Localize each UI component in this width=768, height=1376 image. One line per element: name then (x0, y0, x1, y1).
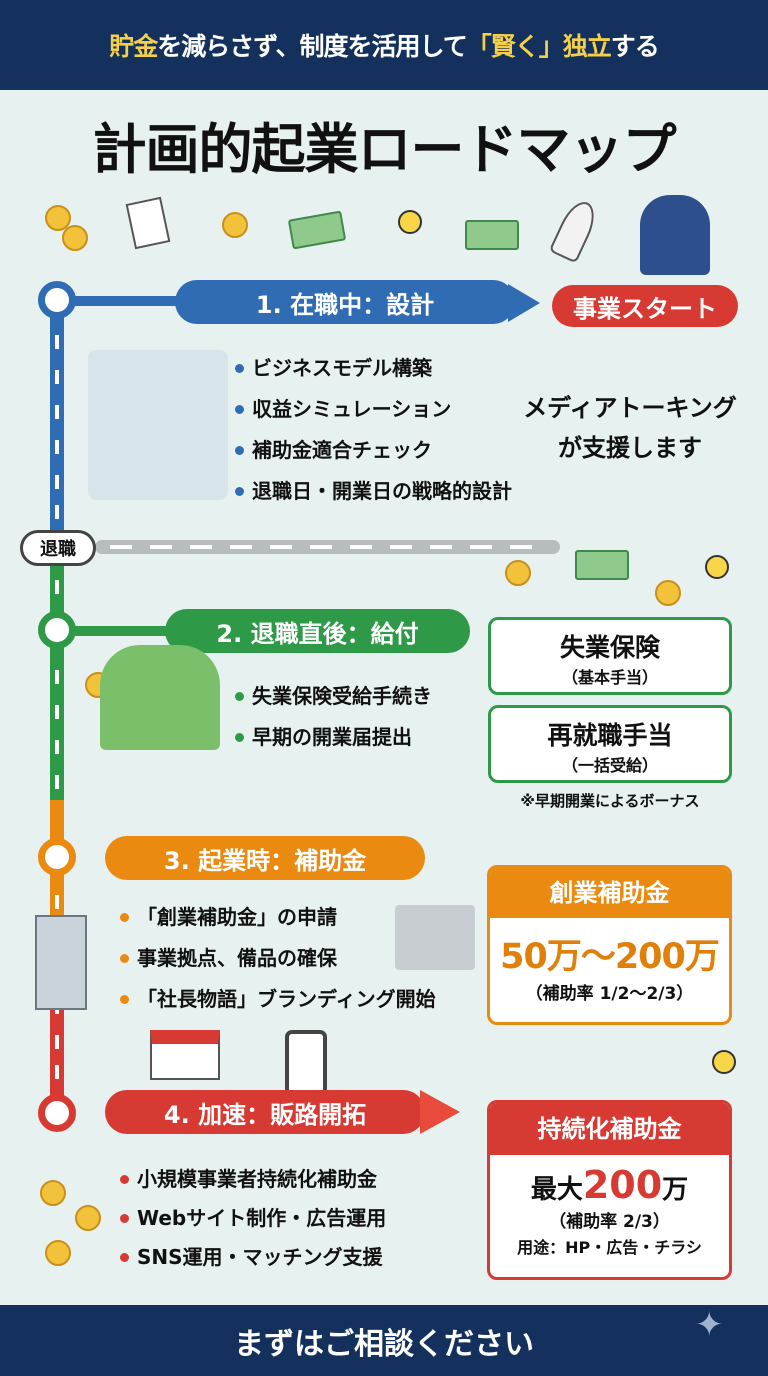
person-with-cash-illustration (100, 645, 220, 750)
coin-icon (655, 580, 681, 606)
rocket-icon (548, 196, 602, 264)
milestone-node-4 (38, 1094, 76, 1132)
tagline-text: を減らさず、制度を活用して (157, 32, 468, 61)
cta-banner[interactable]: まずはご相談ください (0, 1305, 768, 1376)
cash-icon (575, 550, 629, 580)
list-item: ビジネスモデル構築 (235, 348, 512, 389)
tagline-highlight: 「賢く」 (466, 32, 564, 61)
page-title: 計画的起業ロードマップ (92, 118, 677, 181)
lightbulb-icon (712, 1050, 736, 1074)
bonus-note: ※早期開業によるボーナス (520, 792, 700, 810)
list-item: 「創業補助金」の申請 (120, 897, 436, 938)
list-item: 早期の開業届提出 (235, 717, 432, 758)
reemployment-allowance-card: 再就職手当（一括受給） (488, 705, 732, 783)
list-item: 失業保険受給手続き (235, 676, 432, 717)
tagline-text: する (610, 32, 660, 61)
smartphone-icon (285, 1030, 327, 1096)
road-segment-4 (50, 1000, 64, 1113)
business-start-badge: 事業スタート (552, 285, 738, 327)
coin-icon (45, 205, 71, 231)
tagline-highlight: 独立 (562, 32, 612, 61)
list-item: Webサイト制作・広告運用 (120, 1199, 386, 1238)
office-equipment-icon (395, 905, 475, 970)
sustainability-subsidy-card: 持続化補助金 最大200万 （補助率 2/3） 用途：HP・広告・チラシ (487, 1100, 732, 1280)
phase-3-label: 3. 起業時：補助金 (105, 836, 425, 880)
arrow-right-icon (508, 284, 540, 322)
list-item: 収益シミュレーション (235, 389, 512, 430)
list-item: 補助金適合チェック (235, 430, 512, 471)
support-message: メディアトーキングが支援します (523, 394, 737, 462)
office-building-icon (35, 915, 87, 1010)
coin-icon (40, 1180, 66, 1206)
celebrating-person-icon (640, 195, 710, 275)
coin-icon (62, 225, 88, 251)
unemployment-insurance-card: 失業保険（基本手当） (488, 617, 732, 695)
megaphone-icon (420, 1090, 460, 1134)
connector (70, 296, 180, 306)
phase-3-list: 「創業補助金」の申請 事業拠点、備品の確保 「社長物語」ブランディング開始 (120, 897, 436, 1020)
coin-icon (45, 1240, 71, 1266)
phase-2-label: 2. 退職直後：給付 (165, 609, 470, 653)
road-segment-2 (50, 565, 64, 805)
coin-icon (505, 560, 531, 586)
phase-2-list: 失業保険受給手続き 早期の開業届提出 (235, 676, 432, 758)
phase-1-list: ビジネスモデル構築 収益シミュレーション 補助金適合チェック 退職日・開業日の戦… (235, 348, 512, 512)
list-item: 小規模事業者持続化補助金 (120, 1160, 386, 1199)
lightbulb-icon (705, 555, 729, 579)
online-shop-icon (150, 1030, 220, 1080)
phase-4-label: 4. 加速：販路開拓 (105, 1090, 425, 1134)
tagline-highlight: 貯金 (109, 32, 158, 61)
road-segment-1 (50, 300, 64, 540)
milestone-node-3 (38, 838, 76, 876)
cash-icon (465, 220, 519, 250)
tagline-banner: 貯金を減らさず、制度を活用して「賢く」独立する (0, 0, 768, 90)
document-icon (125, 196, 171, 250)
retirement-marker: 退職 (20, 530, 96, 566)
sparkle-icon: ✦ (695, 1305, 724, 1345)
list-item: SNS運用・マッチング支援 (120, 1238, 386, 1277)
cta-text[interactable]: まずはご相談ください (234, 1326, 534, 1362)
list-item: 事業拠点、備品の確保 (120, 938, 436, 979)
phase-1-label: 1. 在職中：設計 (175, 280, 515, 324)
list-item: 退職日・開業日の戦略的設計 (235, 471, 512, 512)
phase-4-list: 小規模事業者持続化補助金 Webサイト制作・広告運用 SNS運用・マッチング支援 (120, 1160, 386, 1277)
coin-icon (222, 212, 248, 238)
founding-subsidy-card: 創業補助金 50万～200万 （補助率 1/2～2/3） (487, 865, 732, 1025)
list-item: 「社長物語」ブランディング開始 (120, 979, 436, 1020)
lightbulb-icon (398, 210, 422, 234)
desk-worker-illustration (88, 350, 228, 500)
cash-icon (287, 210, 347, 250)
coin-icon (75, 1205, 101, 1231)
